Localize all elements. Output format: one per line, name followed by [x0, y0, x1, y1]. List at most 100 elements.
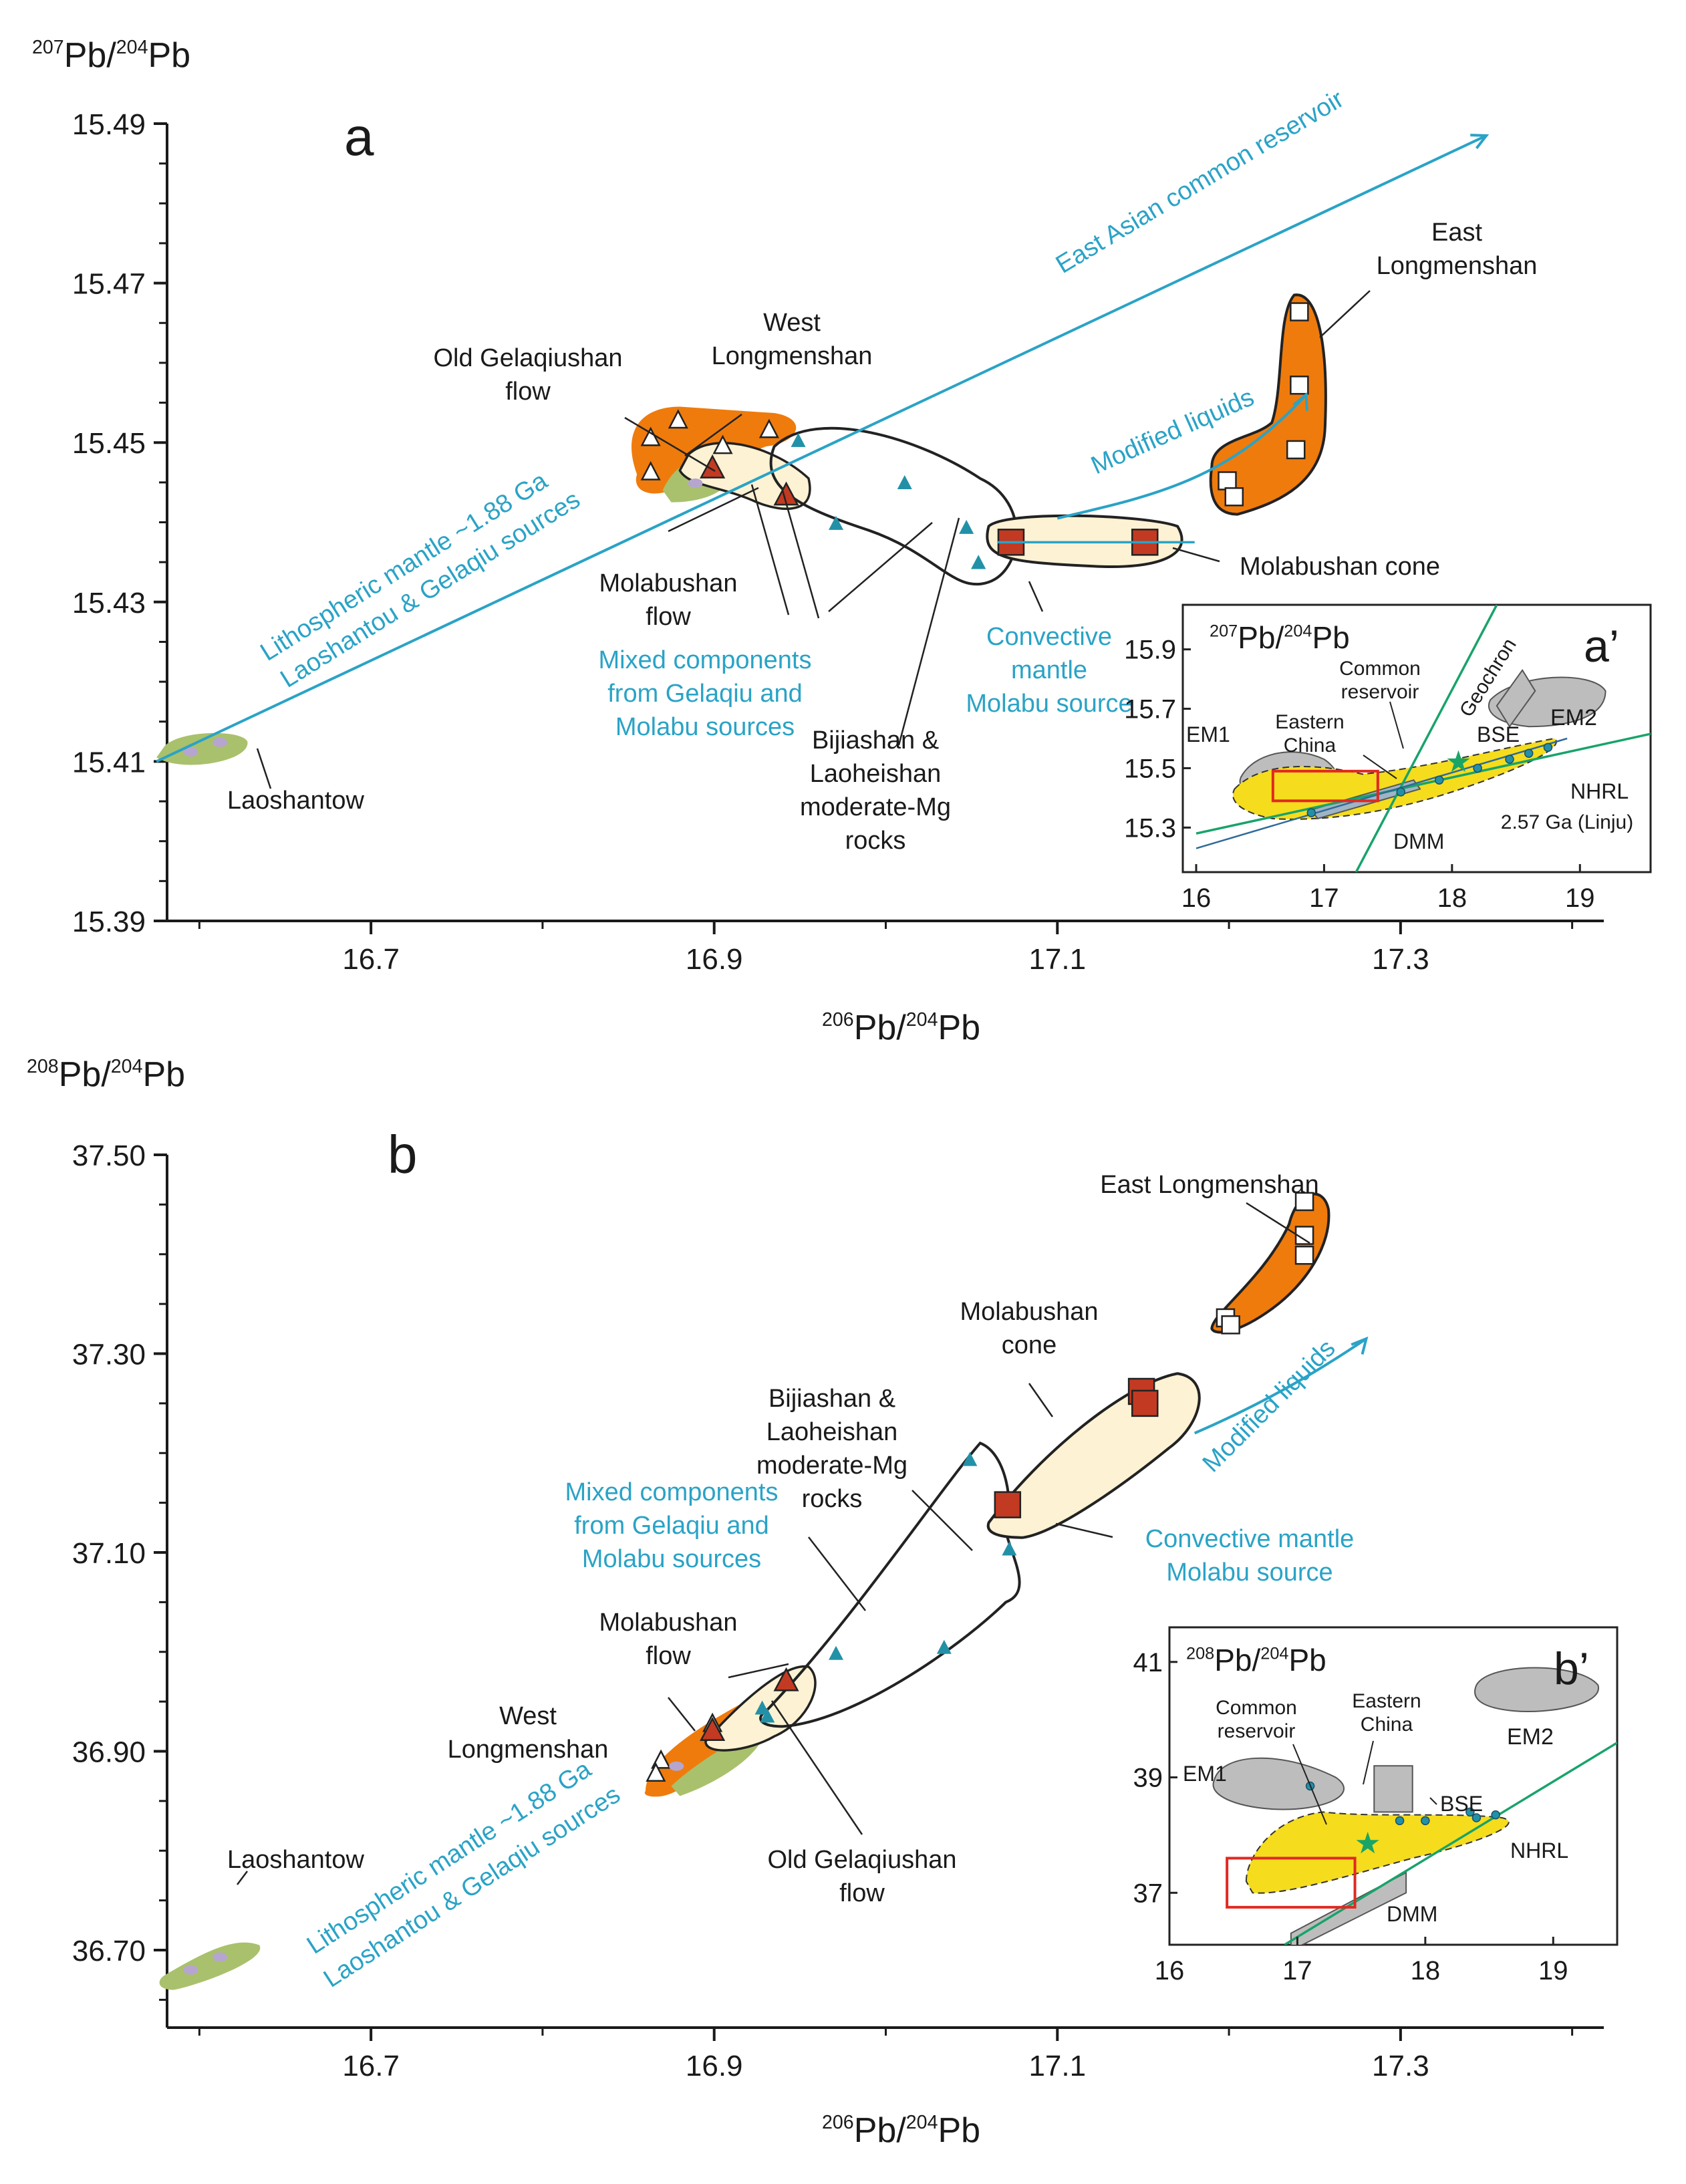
inset-y-tick-label: 39: [1133, 1764, 1163, 1793]
linju-point: [1396, 787, 1406, 797]
old-gelaqiushan-label-1: Old Gelaqiushan: [433, 344, 622, 372]
inset-y-tick-label: 41: [1133, 1648, 1163, 1677]
bijiashan-field: [769, 426, 1018, 586]
laoshantow-label: Laoshantow: [227, 787, 364, 815]
laoshantow-field: [159, 1942, 261, 1990]
red-triangle-marker: [700, 1717, 726, 1741]
leader-line: [1028, 1383, 1054, 1417]
bijiashan-label-4: rocks: [845, 827, 906, 855]
bijiashan-label-1: Bijiashan &: [768, 1385, 895, 1413]
inset-eastern-label-1: Eastern: [1275, 711, 1344, 733]
linju-point: [1421, 1816, 1430, 1826]
mixed-label-3: Molabu sources: [615, 713, 795, 741]
linju-point: [1543, 742, 1553, 753]
lilac-dot-marker: [669, 1761, 684, 1771]
panel-a-markers: [183, 302, 1309, 757]
superscript: 204: [1284, 622, 1312, 641]
mixed-label-2: from Gelaqiu and: [607, 680, 803, 708]
east-asian-reservoir-line: [156, 134, 1488, 763]
west-longmenshan-label-2: Longmenshan: [712, 342, 873, 370]
inset-nhrl-label: NHRL: [1510, 1838, 1568, 1863]
superscript: 204: [906, 2112, 938, 2133]
y-tick-label: 15.41: [72, 746, 146, 779]
bijiashan-label-1: Bijiashan &: [812, 726, 939, 755]
superscript: 204: [111, 1056, 143, 1077]
leader-line: [750, 484, 790, 616]
open-triangle-marker: [640, 426, 661, 446]
superscript: 206: [822, 2112, 854, 2133]
lilac-dot-marker: [213, 737, 228, 747]
red-square-marker: [994, 1491, 1022, 1518]
x-tick-label: 16.7: [342, 943, 400, 976]
leader-line: [897, 517, 960, 746]
leader-line: [911, 1490, 973, 1551]
y-tick-label: 37.50: [72, 1139, 146, 1172]
open-square-marker: [1224, 487, 1244, 507]
common-reservoir-star: [1356, 1831, 1379, 1854]
geochron-line: [1355, 605, 1498, 872]
leader-line: [770, 1700, 863, 1835]
linju-point: [1473, 763, 1482, 773]
leader-line: [728, 1663, 789, 1679]
mixed-label-1: Mixed components: [565, 1478, 779, 1506]
red-triangle-marker: [773, 1667, 799, 1691]
linju-point: [1491, 1810, 1500, 1820]
panel-b-markers: [183, 1192, 1314, 1975]
x-tick-label: 17.1: [1028, 943, 1086, 976]
convective-label-3: Molabu source: [966, 690, 1132, 718]
inset-y-title: 207Pb/204Pb: [1210, 620, 1350, 655]
y-tick-label: 15.45: [72, 427, 146, 460]
east-longmenshan-label-1: East: [1431, 219, 1482, 247]
label-part: Pb: [938, 1008, 981, 1047]
leader-line: [828, 522, 933, 612]
superscript: 204: [116, 37, 148, 58]
inset-plot: [1196, 605, 1651, 872]
superscript: 204: [906, 1009, 938, 1031]
linju-point: [1465, 1807, 1475, 1817]
modified-liquids-arrow: [1193, 1337, 1367, 1435]
open-triangle-marker: [640, 460, 661, 481]
inset-x-tick-label: 17: [1309, 883, 1339, 913]
leader-line: [1246, 1202, 1310, 1244]
east-longmenshan-field: [1209, 293, 1327, 516]
inset-y-tick-label: 37: [1133, 1879, 1163, 1908]
leader-line: [1172, 547, 1220, 563]
nhrl-line: [1196, 732, 1651, 835]
inset-eastern-label-2: China: [1284, 734, 1337, 757]
label-part: Pb: [143, 1055, 186, 1094]
molabushan-flow-label-2: flow: [646, 603, 691, 631]
y-tick-label: 37.30: [72, 1339, 146, 1371]
y-tick-label: 15.47: [72, 268, 146, 301]
label-part: Pb/: [1214, 1643, 1260, 1677]
inset-frame: [1181, 603, 1652, 873]
inset-leader: [1389, 701, 1404, 749]
y-axis-title: 208Pb/204Pb: [27, 1055, 185, 1094]
molabushan-flow-label-1: Molabushan: [599, 569, 737, 597]
study-area-box: [1271, 769, 1379, 803]
inset-y-tick-label: 15.7: [1124, 695, 1176, 724]
leader-line: [624, 416, 716, 472]
inset-leader: [1292, 1744, 1327, 1825]
inset-bse-label: BSE: [1477, 722, 1520, 746]
bse-field: [1373, 1765, 1413, 1813]
east-longmenshan-label: East Longmenshan: [1100, 1171, 1318, 1199]
inset-dmm-label: DMM: [1387, 1902, 1437, 1926]
teal-triangle-marker: [959, 519, 974, 534]
inset-panel-tag: b’: [1554, 1643, 1589, 1694]
old-gelaqiushan-label-2: flow: [505, 378, 551, 406]
em2-field: [1474, 1667, 1599, 1712]
inset-linju-label: 2.57 Ga (Linju): [1501, 811, 1633, 833]
bijiashan-label-3: moderate-Mg: [756, 1452, 907, 1480]
superscript: 207: [32, 37, 64, 58]
west-longmenshan-label-2: Longmenshan: [448, 1736, 609, 1764]
label-part: Pb: [1312, 620, 1349, 655]
convective-label-1: Convective mantle: [1145, 1525, 1355, 1553]
bijiashan-label-4: rocks: [802, 1485, 863, 1513]
y-tick-label: 37.10: [72, 1537, 146, 1570]
superscript: 206: [822, 1009, 854, 1031]
inset-leader: [1429, 1797, 1437, 1805]
